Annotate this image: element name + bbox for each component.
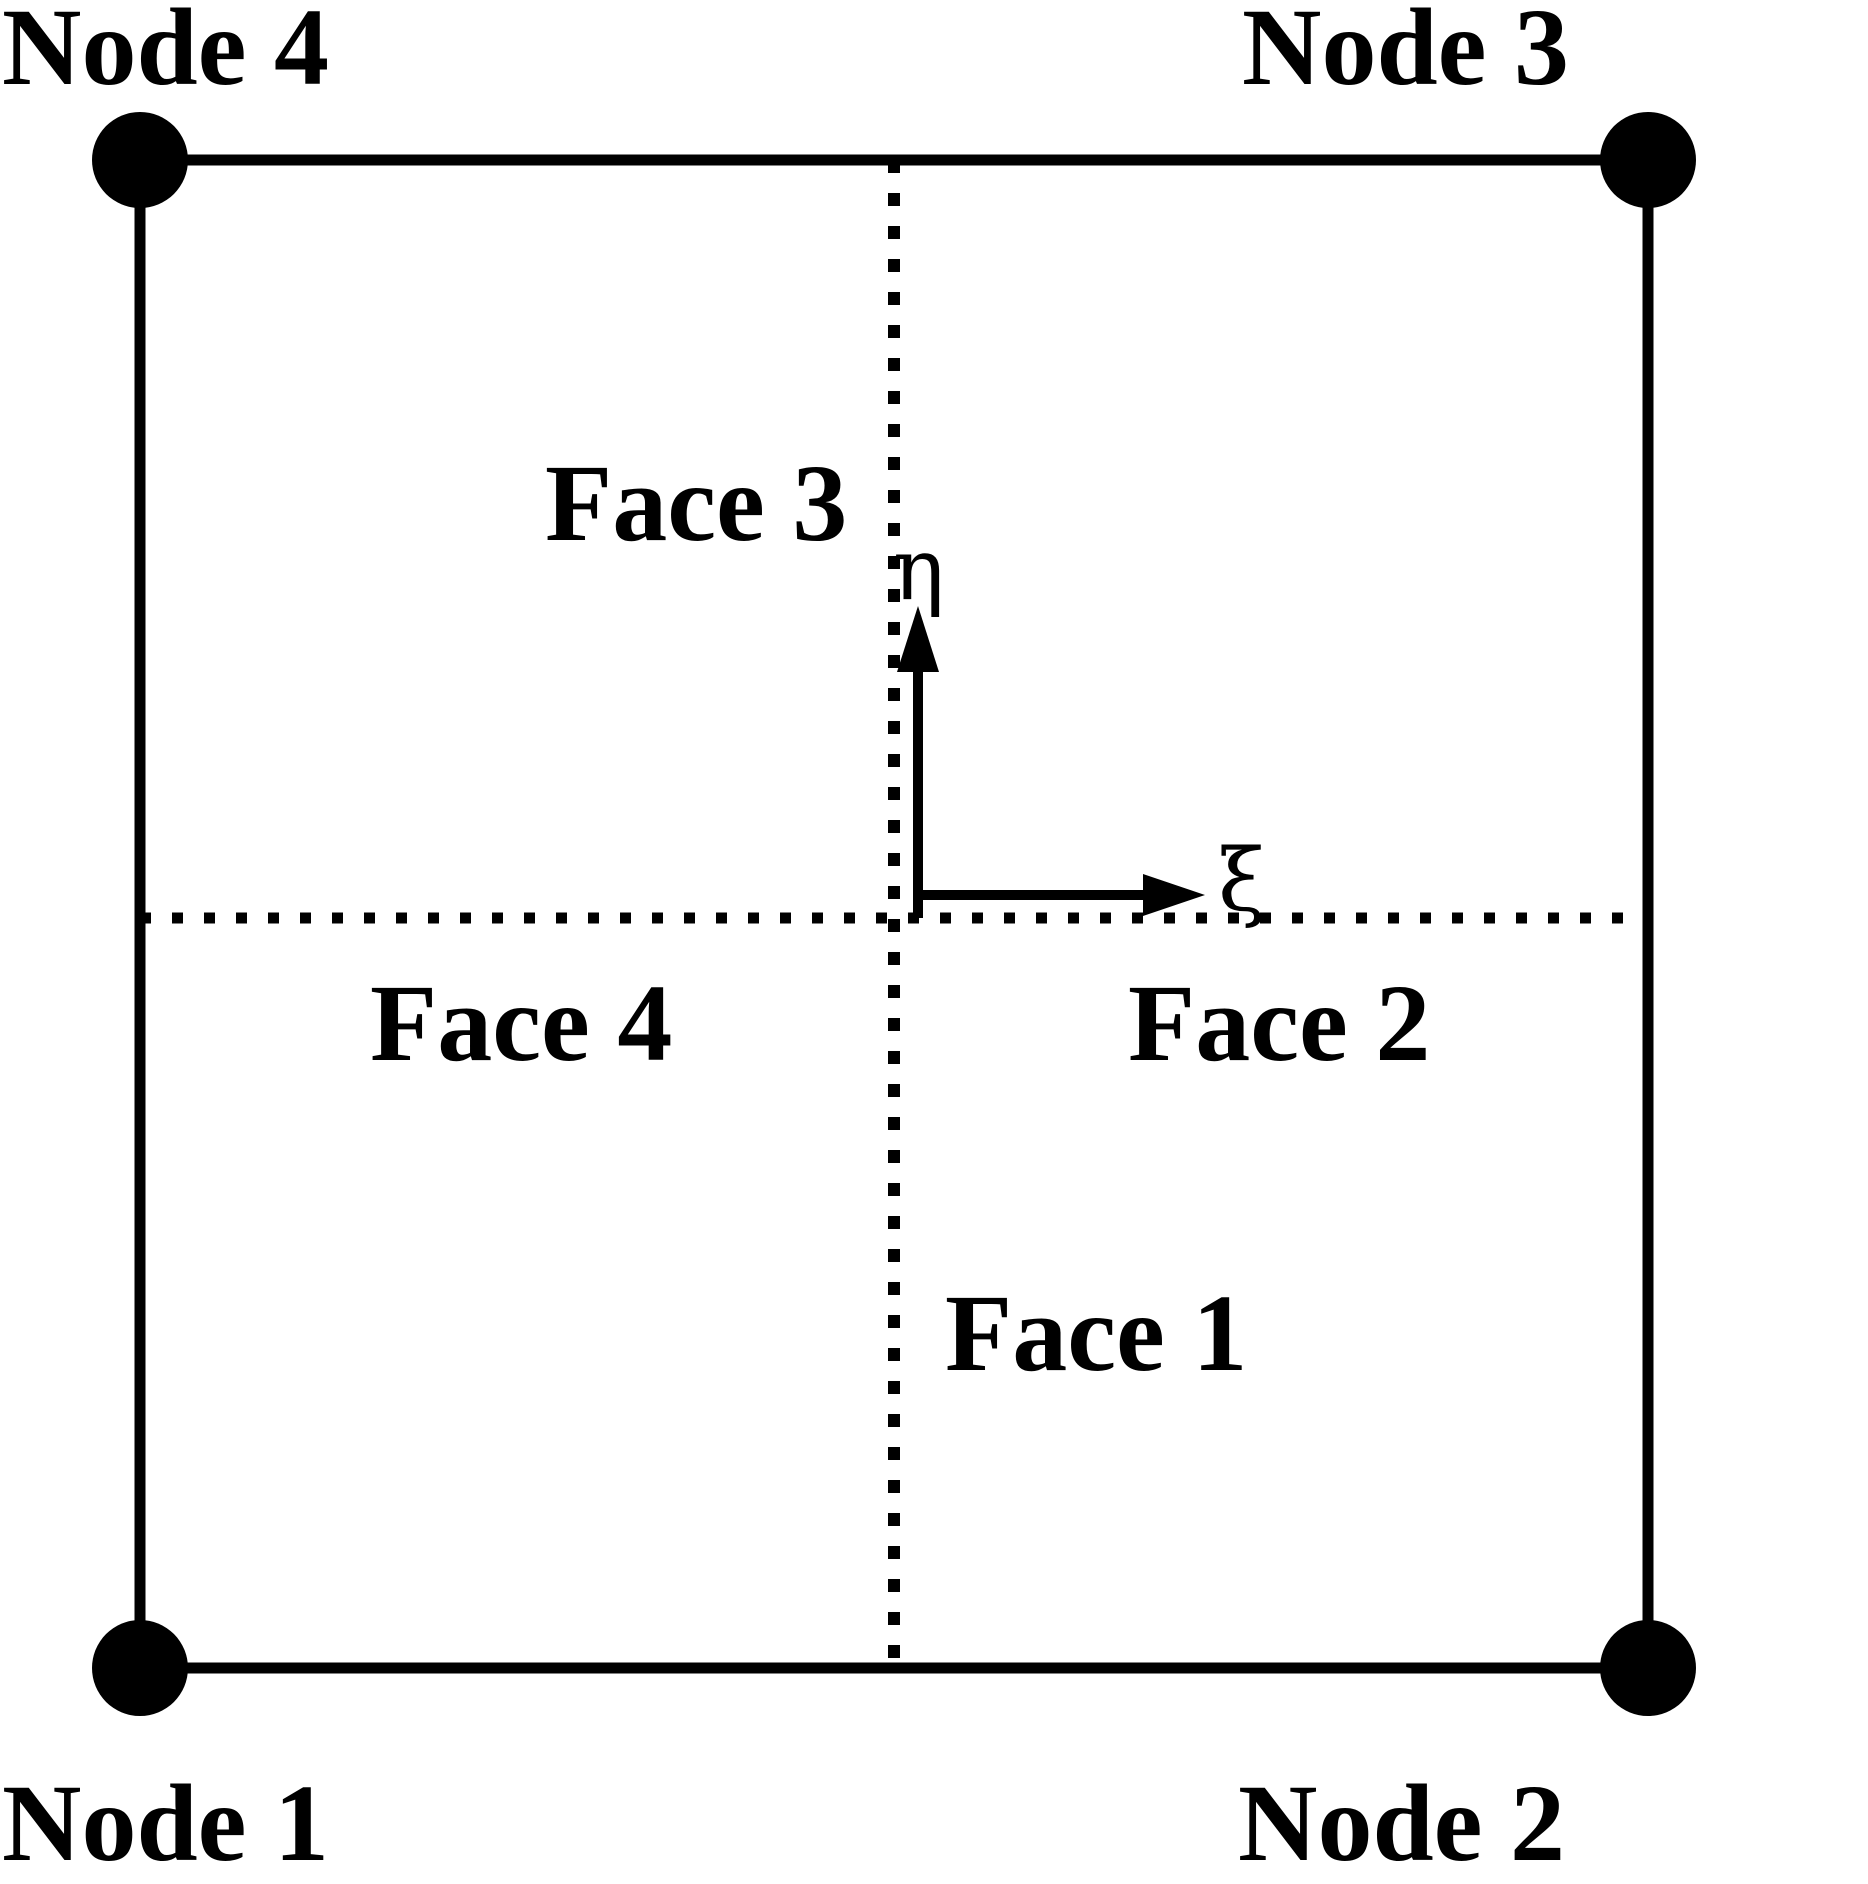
node-1-label: Node 1: [2, 1762, 329, 1884]
face-4-label: Face 4: [370, 962, 673, 1084]
node-2-label: Node 2: [1238, 1762, 1565, 1884]
xi-axis-arrowhead: [1143, 874, 1205, 916]
natural-coordinate-axes: [897, 606, 1205, 918]
node-4-marker: [92, 112, 188, 208]
dotted-center-lines: [140, 160, 1648, 1668]
node-3-label: Node 3: [1242, 0, 1569, 108]
eta-axis-arrowhead: [897, 606, 939, 672]
node-1-marker: [92, 1620, 188, 1716]
node-2-marker: [1600, 1620, 1696, 1716]
face-3-label: Face 3: [545, 442, 848, 564]
corner-nodes: [92, 112, 1696, 1716]
eta-axis-label: η: [893, 520, 945, 620]
element-outline: [134, 154, 1654, 1674]
xi-axis-label: ξ: [1218, 831, 1266, 931]
node-4-label: Node 4: [2, 0, 329, 108]
node-3-marker: [1600, 112, 1696, 208]
face-1-label: Face 1: [945, 1272, 1248, 1394]
face-2-label: Face 2: [1128, 962, 1431, 1084]
